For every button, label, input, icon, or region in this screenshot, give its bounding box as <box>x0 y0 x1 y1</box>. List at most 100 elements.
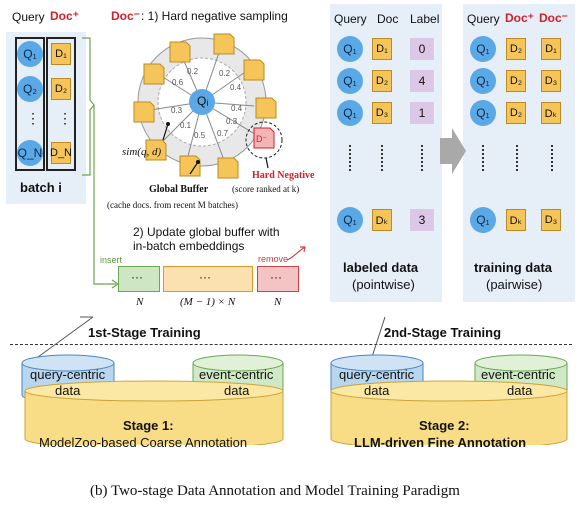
doc-neg-label: Doc⁻ <box>111 9 141 23</box>
dashed-divider <box>10 344 572 345</box>
hard-negative-pointer <box>265 157 269 169</box>
training-doc-pos: D₂ <box>506 70 526 92</box>
vertical-ellipsis <box>516 145 518 171</box>
stage2-title: 2nd-Stage Training <box>384 325 502 340</box>
labeled-query: Q₁ <box>337 100 363 126</box>
d-minus-label: D⁻ <box>256 134 268 144</box>
training-query: Q₁ <box>470 207 496 233</box>
query-qi-circle <box>189 89 215 115</box>
stage2-name: Stage 2: <box>419 418 470 433</box>
left-query-data-label: query-centric <box>30 367 106 382</box>
training-query: Q₁ <box>470 100 496 126</box>
training-doc-pos: D₂ <box>506 38 526 60</box>
training-doc-neg: D₁ <box>541 38 561 60</box>
labeled-score: 1 <box>410 102 434 124</box>
labeled-doc: D₁ <box>372 38 392 60</box>
labeled-doc: D₂ <box>372 70 392 92</box>
sim-score: 0.2 <box>219 69 231 78</box>
labeled-data-subtitle: (pointwise) <box>352 277 415 292</box>
labeled-data-title: labeled data <box>343 260 419 275</box>
vertical-ellipsis <box>381 145 383 171</box>
buffer-mid-size: (M − 1) × N <box>180 296 236 308</box>
query-circle: Q₁ <box>17 41 43 67</box>
vertical-ellipsis <box>349 145 351 171</box>
hard-negative-title: Hard Negative <box>252 170 315 181</box>
labeled-query: Q₁ <box>337 68 363 94</box>
training-header-doc-neg: Doc⁻ <box>539 11 569 25</box>
buffered-doc-icons <box>133 33 277 179</box>
sim-score: 0.5 <box>194 131 206 140</box>
training-data-title: training data <box>474 260 553 275</box>
buffer-pointer <box>189 161 199 175</box>
sim-pointer <box>162 123 169 141</box>
batch-label: batch i <box>20 180 62 195</box>
step2-text: 2) Update global buffer with <box>133 225 280 239</box>
global-buffer-title: Global Buffer <box>149 184 209 195</box>
doc-box: D₂ <box>51 78 71 100</box>
buffer-ellipsis: ··· <box>199 270 211 284</box>
left-event-data-label: data <box>224 383 250 398</box>
query-ellipsis: ⋮ <box>26 110 40 126</box>
doc-column <box>46 37 76 171</box>
labeled-header-label: Label <box>410 12 440 26</box>
doc-box: D₁ <box>51 43 71 65</box>
labeled-doc: D₃ <box>372 102 392 124</box>
buffer-ellipsis: ··· <box>270 270 282 284</box>
buffer-remove-segment <box>257 266 299 292</box>
hard-negative-doc-icon <box>253 127 275 149</box>
step1-text: : 1) Hard negative sampling <box>141 9 288 23</box>
buffer-ellipsis: ··· <box>131 270 143 284</box>
step2-text: in-batch embeddings <box>133 239 245 253</box>
training-doc-neg: D₃ <box>541 70 561 92</box>
labeled-query: Q₁ <box>337 207 363 233</box>
stage1-cylinder <box>24 380 284 445</box>
doc-box: D_N <box>50 142 72 164</box>
training-header-doc-pos: Doc⁺ <box>505 11 535 25</box>
stage1-description: ModelZoo-based Coarse Annotation <box>39 435 248 450</box>
sim-score: 0.2 <box>187 67 199 76</box>
labeled-score: 4 <box>410 70 434 92</box>
query-column <box>15 37 45 171</box>
doc-ellipsis: ⋮ <box>58 110 72 126</box>
sim-score: 0.1 <box>180 121 192 130</box>
left-query-data-label: data <box>55 383 81 398</box>
transform-arrow <box>440 128 466 174</box>
training-data-subtitle: (pairwise) <box>486 277 543 292</box>
right-query-data-label: data <box>364 383 390 398</box>
remove-label: remove <box>258 254 289 264</box>
buffer-n-left: N <box>136 296 144 308</box>
sim-score: 0.3 <box>171 106 183 115</box>
training-header-query: Query <box>467 12 500 26</box>
labeled-score: 3 <box>410 209 434 231</box>
datasource-drawing <box>21 316 568 445</box>
stage2-description: LLM-driven Fine Annotation <box>354 435 527 450</box>
right-query-data-label: query-centric <box>339 367 415 382</box>
training-doc-pos: D₂ <box>506 102 526 124</box>
global-buffer-note: (cache docs. from recent M batches) <box>107 200 238 210</box>
labeled-header-query: Query <box>334 12 367 26</box>
sim-score: 0.4 <box>230 83 242 92</box>
stage2-cylinder <box>330 380 568 445</box>
insert-label: insert <box>100 255 123 265</box>
query-circle: Q₂ <box>17 76 43 102</box>
stage1-title: 1st-Stage Training <box>88 325 201 340</box>
vertical-ellipsis <box>482 145 484 171</box>
global-buffer-diagram <box>133 33 283 179</box>
hard-negative-marker <box>245 121 283 159</box>
doc-pos-header: Doc⁺ <box>50 9 80 23</box>
sim-score: 0.7 <box>217 129 229 138</box>
buffer-old-segment <box>163 266 253 292</box>
right-event-data-label: data <box>507 383 533 398</box>
sim-function: sim(q, d) <box>122 146 162 158</box>
query-circle: Q_N <box>17 140 43 166</box>
sim-score: 0.6 <box>172 78 184 87</box>
sim-score: 0.3 <box>226 117 238 126</box>
qi-label: Qᵢ <box>197 94 209 108</box>
insert-connector <box>82 37 120 289</box>
query-header: Query <box>12 10 45 24</box>
training-doc-pos: Dₖ <box>506 209 526 231</box>
training-query: Q₁ <box>470 68 496 94</box>
training-query: Q₁ <box>470 36 496 62</box>
buffer-new-segment <box>118 266 160 292</box>
hard-negative-note: (score ranked at k) <box>232 184 300 194</box>
